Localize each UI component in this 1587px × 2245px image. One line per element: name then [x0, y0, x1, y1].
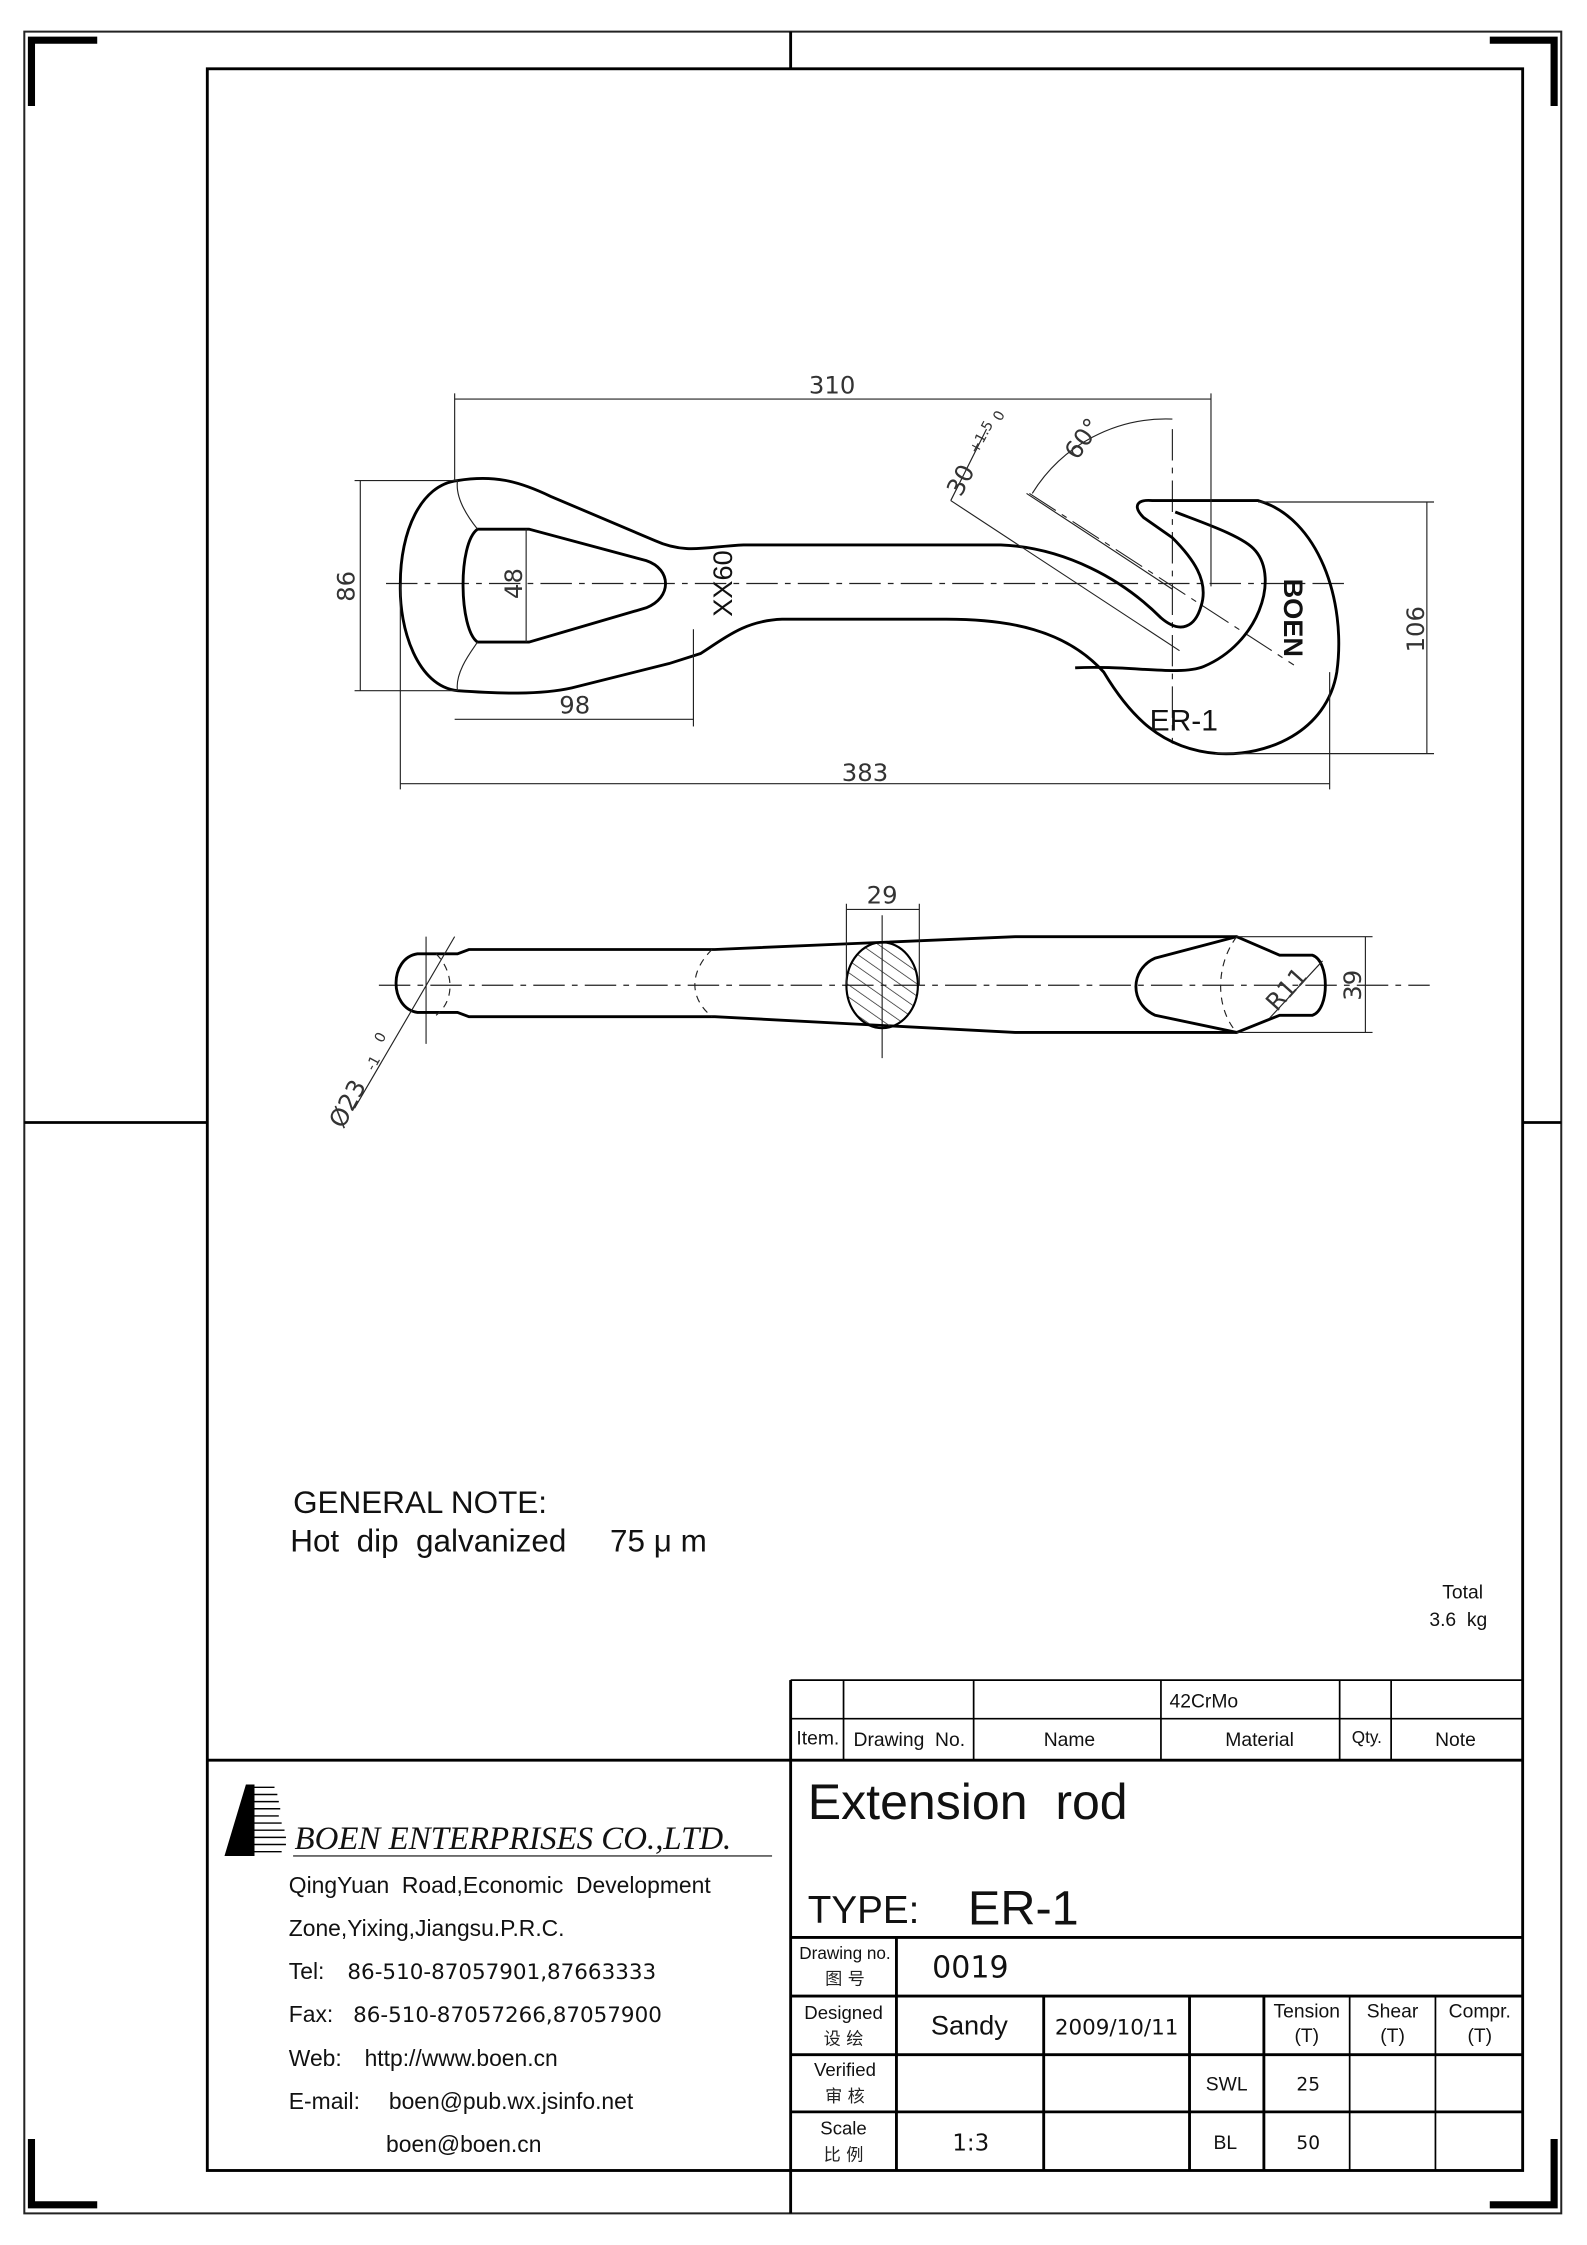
- marking-size: XX60: [707, 550, 738, 616]
- company-tel: 86-510-87057901,87663333: [347, 1960, 656, 1985]
- header-note: Note: [1435, 1730, 1476, 1751]
- header-drawing-no: Drawing No.: [854, 1730, 966, 1751]
- marking-brand: BOEN: [1278, 579, 1309, 657]
- type-label: TYPE:: [808, 1889, 920, 1932]
- company-address-2: Zone,Yixing,Jiangsu.P.R.C.: [289, 1915, 565, 1941]
- front-view: 310 383 86 48 98 106 60° 30 +1.5 0: [332, 370, 1435, 790]
- title-block: Extension rod TYPE: ER-1 Drawing no. 图 号…: [790, 1774, 1523, 2171]
- dim-angle-60: 60°: [1058, 413, 1106, 465]
- company-web-label: Web:: [289, 2045, 342, 2071]
- total-weight-label: Total: [1442, 1583, 1483, 1604]
- dim-r11: R11: [1260, 961, 1314, 1016]
- swl-label: SWL: [1206, 2074, 1248, 2095]
- material-value: 42CrMo: [1170, 1691, 1239, 1712]
- drawing-title: Extension rod: [808, 1774, 1128, 1830]
- scale-label: Scale: [820, 2118, 866, 2139]
- swl-tension-value: 25: [1296, 2074, 1320, 2095]
- header-material: Material: [1225, 1730, 1294, 1751]
- svg-text:30: 30: [940, 460, 980, 501]
- design-date: 2009/10/11: [1055, 2016, 1179, 2041]
- dim-98: 98: [559, 691, 590, 720]
- type-value: ER-1: [968, 1882, 1079, 1936]
- svg-text:-1: -1: [363, 1053, 384, 1073]
- drawing-no-value: 0019: [932, 1950, 1008, 1985]
- eye-inner-outline: [461, 527, 667, 644]
- marking-type: ER-1: [1150, 705, 1218, 738]
- company-address-1: QingYuan Road,Economic Development: [289, 1872, 712, 1898]
- company-email-label: E-mail:: [289, 2088, 360, 2114]
- header-name: Name: [1044, 1730, 1095, 1751]
- dim-310: 310: [809, 370, 855, 399]
- designed-label-cn: 设 绘: [824, 2030, 864, 2050]
- svg-text:+1.5: +1.5: [967, 418, 997, 456]
- sheet-frame: [23, 30, 1563, 2215]
- corner-marks: [27, 36, 1558, 2209]
- parts-list: 42CrMo Item. Drawing No. Name Material Q…: [207, 1679, 1523, 1762]
- col-shear-unit: (T): [1380, 2026, 1405, 2047]
- company-tel-label: Tel:: [289, 1958, 325, 1984]
- hook-inner-outline: [1075, 510, 1267, 673]
- side-view: 29 39 R11 Ø23 -1 0: [323, 881, 1430, 1133]
- rod-outline: [398, 477, 1341, 756]
- header-qty: Qty.: [1352, 1727, 1382, 1747]
- col-shear: Shear: [1367, 2002, 1419, 2023]
- svg-text:0: 0: [990, 408, 1008, 424]
- drawing-no-label-cn: 图 号: [825, 1970, 865, 1990]
- company-email-1: boen@pub.wx.jsinfo.net: [389, 2088, 634, 2114]
- company-fax-label: Fax:: [289, 2001, 333, 2027]
- dim-48: 48: [499, 568, 528, 599]
- col-compr-unit: (T): [1467, 2026, 1492, 2047]
- designed-label: Designed: [804, 2002, 882, 2023]
- svg-text:Ø23: Ø23: [323, 1075, 372, 1133]
- side-outline: [394, 935, 1327, 1034]
- verified-label-cn: 审 核: [825, 2087, 865, 2107]
- col-compr: Compr.: [1449, 2002, 1511, 2023]
- svg-text:0: 0: [372, 1030, 390, 1046]
- dim-383: 383: [842, 758, 888, 787]
- scale-label-cn: 比 例: [824, 2145, 864, 2165]
- col-tension: Tension: [1274, 2002, 1341, 2023]
- drawing-no-label: Drawing no.: [799, 1943, 890, 1963]
- dim-106: 106: [1401, 606, 1430, 652]
- general-note-title: GENERAL NOTE:: [293, 1485, 547, 1520]
- company-logo: [224, 1784, 286, 1856]
- scale-value: 1:3: [952, 2130, 989, 2156]
- company-block: BOEN ENTERPRISES CO.,LTD. QingYuan Road,…: [224, 1680, 793, 2171]
- bl-tension-value: 50: [1296, 2133, 1320, 2154]
- company-email-2: boen@boen.cn: [386, 2131, 541, 2157]
- company-name: BOEN ENTERPRISES CO.,LTD.: [295, 1821, 732, 1857]
- total-weight-value: 3.6 kg: [1429, 1610, 1487, 1631]
- dim-29: 29: [867, 881, 898, 910]
- col-tension-unit: (T): [1294, 2026, 1319, 2047]
- general-note-text: Hot dip galvanized 75 μ m: [290, 1523, 707, 1558]
- company-fax: 86-510-87057266,87057900: [353, 2003, 662, 2028]
- company-web: http://www.boen.cn: [365, 2045, 558, 2071]
- header-item: Item.: [796, 1728, 839, 1749]
- bl-label: BL: [1213, 2133, 1237, 2154]
- dim-diameter: Ø23 -1 0: [323, 1030, 390, 1133]
- dim-39: 39: [1338, 970, 1367, 1001]
- verified-label: Verified: [814, 2059, 876, 2080]
- dim-86: 86: [332, 571, 361, 602]
- cross-section-hatch: [845, 941, 919, 1030]
- dim-throat: 30 +1.5 0: [940, 408, 1008, 501]
- designer-name: Sandy: [931, 2010, 1008, 2041]
